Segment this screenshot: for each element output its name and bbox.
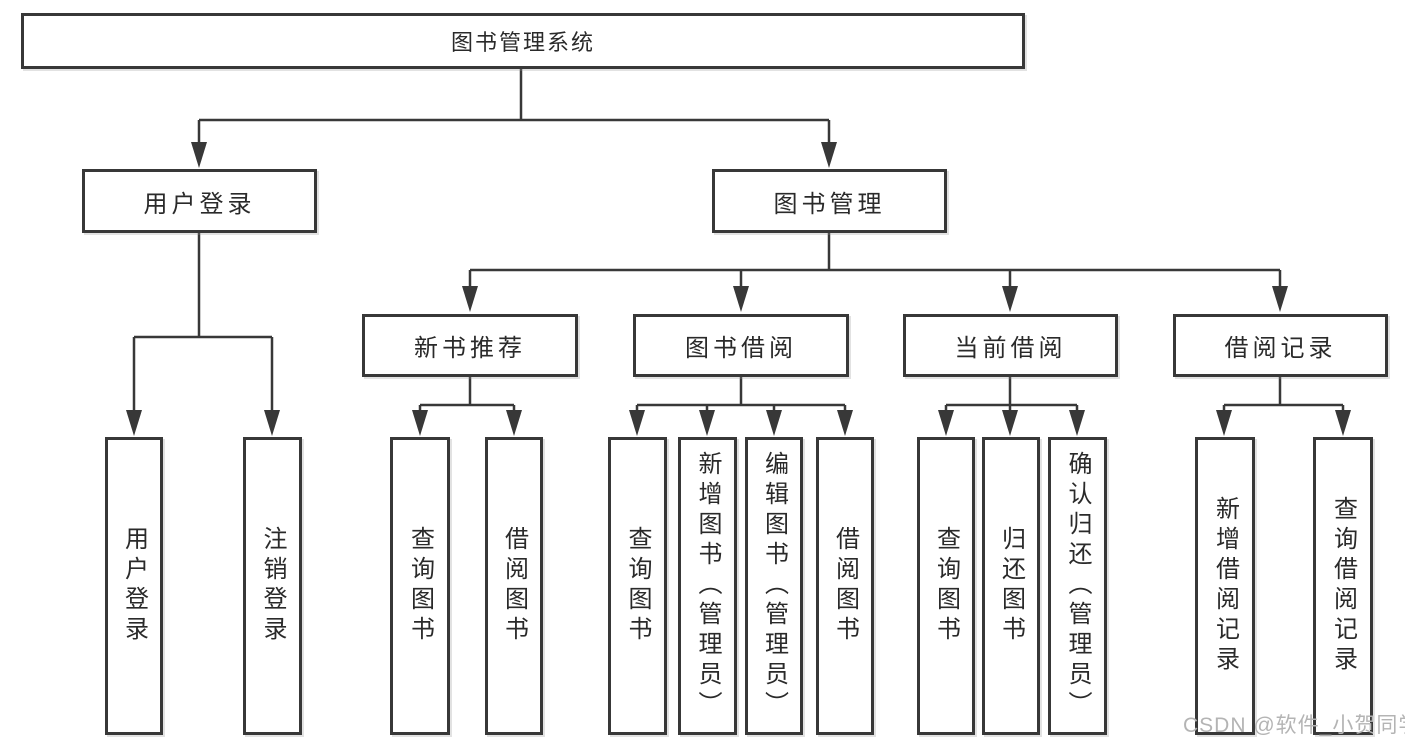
leaf-user-login: 用户登录 bbox=[105, 437, 163, 735]
leaf-bb-add-books-admin: 新增图书（管理员） bbox=[678, 437, 737, 735]
csdn-watermark: CSDN @软件_小贺同学 bbox=[1183, 714, 1405, 737]
node-root: 图书管理系统 bbox=[21, 13, 1025, 69]
leaf-cb-return-books: 归还图书 bbox=[982, 437, 1040, 735]
leaf-cb-query-books: 查询图书 bbox=[917, 437, 975, 735]
leaf-logout-login: 注销登录 bbox=[243, 437, 302, 735]
leaf-bb-query-books: 查询图书 bbox=[608, 437, 667, 735]
leaf-cb-confirm-return-admin: 确认归还（管理员） bbox=[1048, 437, 1107, 735]
leaf-bb-borrow-books: 借阅图书 bbox=[816, 437, 874, 735]
node-book-borrowing: 图书借阅 bbox=[633, 314, 849, 377]
leaf-nb-borrow-books: 借阅图书 bbox=[485, 437, 543, 735]
node-current-borrowing: 当前借阅 bbox=[903, 314, 1118, 377]
node-borrow-records: 借阅记录 bbox=[1173, 314, 1388, 377]
leaf-br-add-record: 新增借阅记录 bbox=[1195, 437, 1255, 735]
leaf-bb-edit-books-admin: 编辑图书（管理员） bbox=[745, 437, 803, 735]
leaf-br-query-record: 查询借阅记录 bbox=[1313, 437, 1373, 735]
node-user-login: 用户登录 bbox=[82, 169, 317, 233]
leaf-nb-query-books: 查询图书 bbox=[390, 437, 450, 735]
node-book-management: 图书管理 bbox=[712, 169, 947, 233]
node-new-book-recommend: 新书推荐 bbox=[362, 314, 578, 377]
